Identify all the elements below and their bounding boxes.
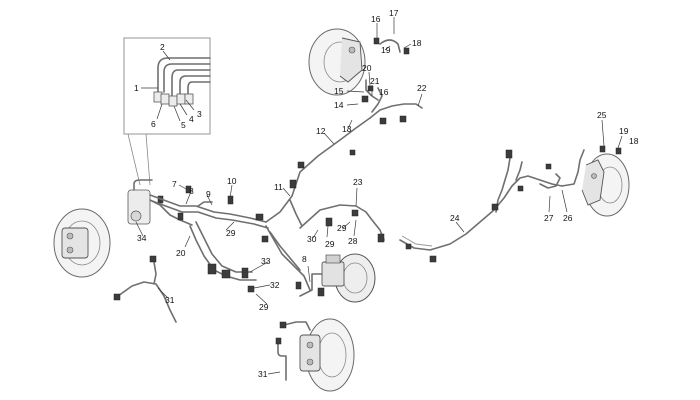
rear-upper-brake bbox=[308, 28, 410, 103]
callout-20-top: 20 bbox=[362, 63, 372, 73]
callout-29-b: 29 bbox=[325, 239, 335, 249]
callout-34: 34 bbox=[137, 233, 147, 243]
callout-1: 1 bbox=[134, 83, 139, 93]
callout-30: 30 bbox=[307, 234, 317, 244]
callout-18-top: 18 bbox=[412, 38, 422, 48]
brake-booster bbox=[299, 253, 376, 303]
callout-25: 25 bbox=[597, 110, 607, 120]
callout-20-left: 20 bbox=[176, 248, 186, 258]
front-left-brake bbox=[53, 208, 111, 278]
callout-6: 6 bbox=[151, 119, 156, 129]
callout-3: 3 bbox=[197, 109, 202, 119]
callout-7: 7 bbox=[172, 179, 177, 189]
rear-right-brake bbox=[561, 145, 630, 217]
callout-2: 2 bbox=[160, 42, 165, 52]
callout-4: 4 bbox=[189, 114, 194, 124]
callout-29-c: 29 bbox=[226, 228, 236, 238]
callout-27: 27 bbox=[544, 213, 554, 223]
callout-26: 26 bbox=[563, 213, 573, 223]
callout-24: 24 bbox=[450, 213, 460, 223]
callout-11: 11 bbox=[274, 182, 283, 192]
callout-13: 13 bbox=[342, 124, 352, 134]
callout-8: 8 bbox=[189, 186, 194, 196]
callout-28: 28 bbox=[348, 236, 358, 246]
callout-10: 10 bbox=[227, 176, 237, 186]
callout-12: 12 bbox=[316, 126, 326, 136]
callout-8-b: 8 bbox=[302, 254, 307, 264]
callout-18-right: 18 bbox=[629, 136, 639, 146]
callout-29-a: 29 bbox=[337, 223, 347, 233]
callout-5: 5 bbox=[181, 120, 186, 130]
callout-17: 17 bbox=[389, 8, 399, 18]
callout-14: 14 bbox=[334, 100, 344, 110]
callout-31-bottom: 31 bbox=[258, 369, 268, 379]
callout-19-right: 19 bbox=[619, 126, 629, 136]
callout-19-top: 19 bbox=[381, 45, 391, 55]
callout-9: 9 bbox=[206, 189, 211, 199]
callout-15: 15 bbox=[334, 86, 344, 96]
callout-29-d: 29 bbox=[259, 302, 269, 312]
callout-22: 22 bbox=[417, 83, 427, 93]
callout-32: 32 bbox=[270, 280, 280, 290]
callout-31-left: 31 bbox=[165, 295, 175, 305]
front-right-brake bbox=[275, 318, 355, 392]
callout-16-top: 16 bbox=[371, 14, 381, 24]
callout-21: 21 bbox=[370, 76, 380, 86]
brake-pipes bbox=[113, 87, 563, 323]
callout-labels: 1 2 3 4 5 6 7 8 9 10 11 12 13 14 15 16 1… bbox=[134, 8, 639, 379]
callout-33: 33 bbox=[261, 256, 271, 266]
detail-inset bbox=[123, 37, 211, 186]
callout-16-mid: 16 bbox=[379, 87, 389, 97]
leader-lines bbox=[135, 17, 623, 375]
callout-23: 23 bbox=[353, 177, 363, 187]
